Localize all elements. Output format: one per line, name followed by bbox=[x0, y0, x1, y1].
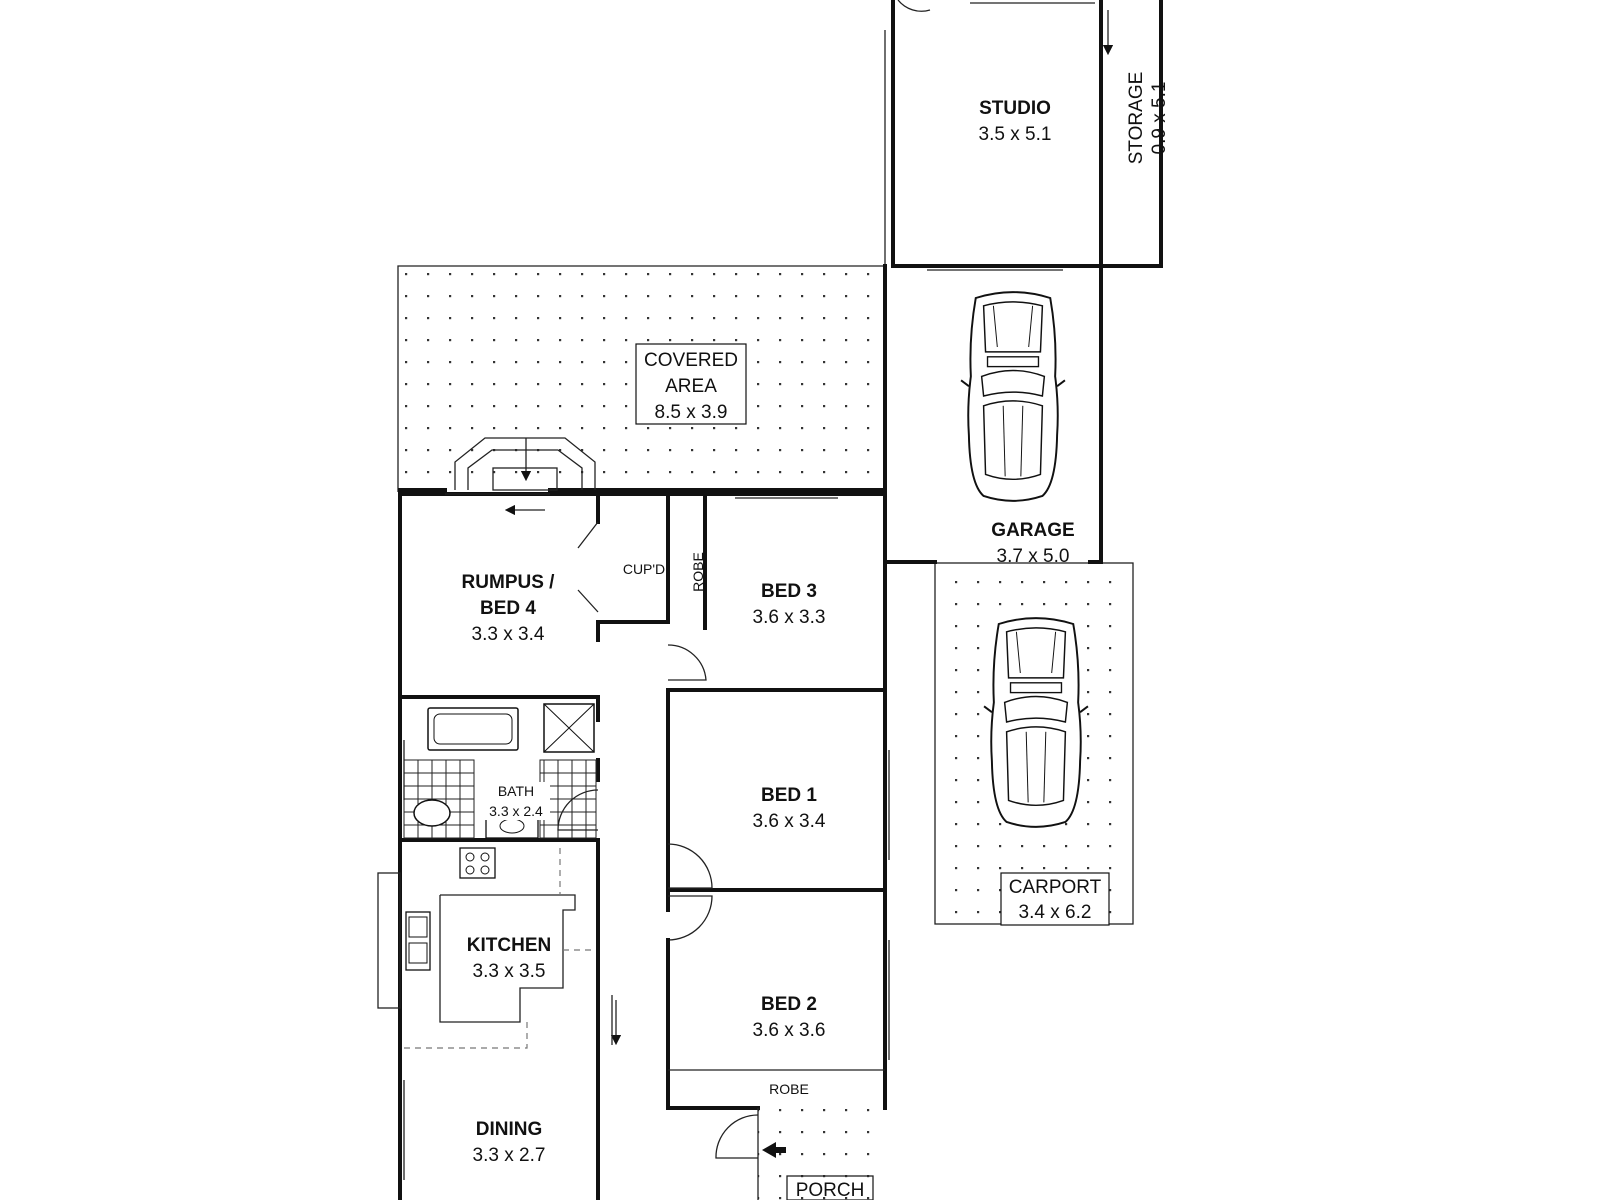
entry-arrow-icon bbox=[762, 1142, 786, 1158]
bath-label-box bbox=[484, 782, 550, 820]
garage-car-icon bbox=[960, 291, 1066, 502]
kitchen-name: KITCHEN bbox=[467, 935, 551, 956]
porch-name: PORCH bbox=[796, 1180, 865, 1200]
carport-name: CARPORT bbox=[1009, 877, 1102, 898]
bed1-name: BED 1 bbox=[761, 785, 817, 806]
storage-dims: 0.9 x 5.1 bbox=[1149, 82, 1170, 155]
bed1-dims: 3.6 x 3.4 bbox=[753, 811, 826, 832]
bathtub-icon bbox=[427, 707, 519, 751]
covered-label-box bbox=[635, 343, 747, 425]
garage-dims: 3.7 x 5.0 bbox=[997, 546, 1070, 567]
dining-name: DINING bbox=[476, 1119, 543, 1140]
rumpus-line2: BED 4 bbox=[480, 598, 536, 619]
kitchen-dims: 3.3 x 3.5 bbox=[473, 961, 546, 982]
covered-line2: AREA bbox=[665, 376, 717, 397]
cooktop-icon bbox=[459, 847, 496, 879]
rumpus-line1: RUMPUS / bbox=[462, 572, 556, 593]
rumpus-dims: 3.3 x 3.4 bbox=[472, 624, 545, 645]
cupd-name: CUP'D bbox=[623, 561, 665, 577]
bath-dims: 3.3 x 2.4 bbox=[489, 803, 543, 819]
bed2-name: BED 2 bbox=[761, 994, 817, 1015]
storage-name: STORAGE bbox=[1126, 72, 1147, 165]
studio-dims: 3.5 x 5.1 bbox=[979, 124, 1052, 145]
robe2-name: ROBE bbox=[769, 1081, 809, 1097]
robe3-name: ROBE bbox=[690, 552, 706, 592]
bed3-dims: 3.6 x 3.3 bbox=[753, 607, 826, 628]
studio-name: STUDIO bbox=[979, 98, 1051, 119]
covered-line1: COVERED bbox=[644, 350, 738, 371]
covered-dims: 8.5 x 3.9 bbox=[655, 402, 728, 423]
shower-icon bbox=[543, 703, 595, 753]
carport-dims: 3.4 x 6.2 bbox=[1019, 902, 1092, 923]
bed3-name: BED 3 bbox=[761, 581, 817, 602]
bath-name: BATH bbox=[498, 783, 534, 799]
garage-name: GARAGE bbox=[991, 520, 1074, 541]
porch-fill bbox=[758, 1108, 882, 1200]
carport-label-box bbox=[1000, 872, 1110, 926]
sink-icon bbox=[405, 911, 431, 971]
dining-dims: 3.3 x 2.7 bbox=[473, 1145, 546, 1166]
bed2-dims: 3.6 x 3.6 bbox=[753, 1020, 826, 1041]
carport-car-icon bbox=[983, 617, 1089, 828]
toilet-icon bbox=[413, 799, 451, 827]
